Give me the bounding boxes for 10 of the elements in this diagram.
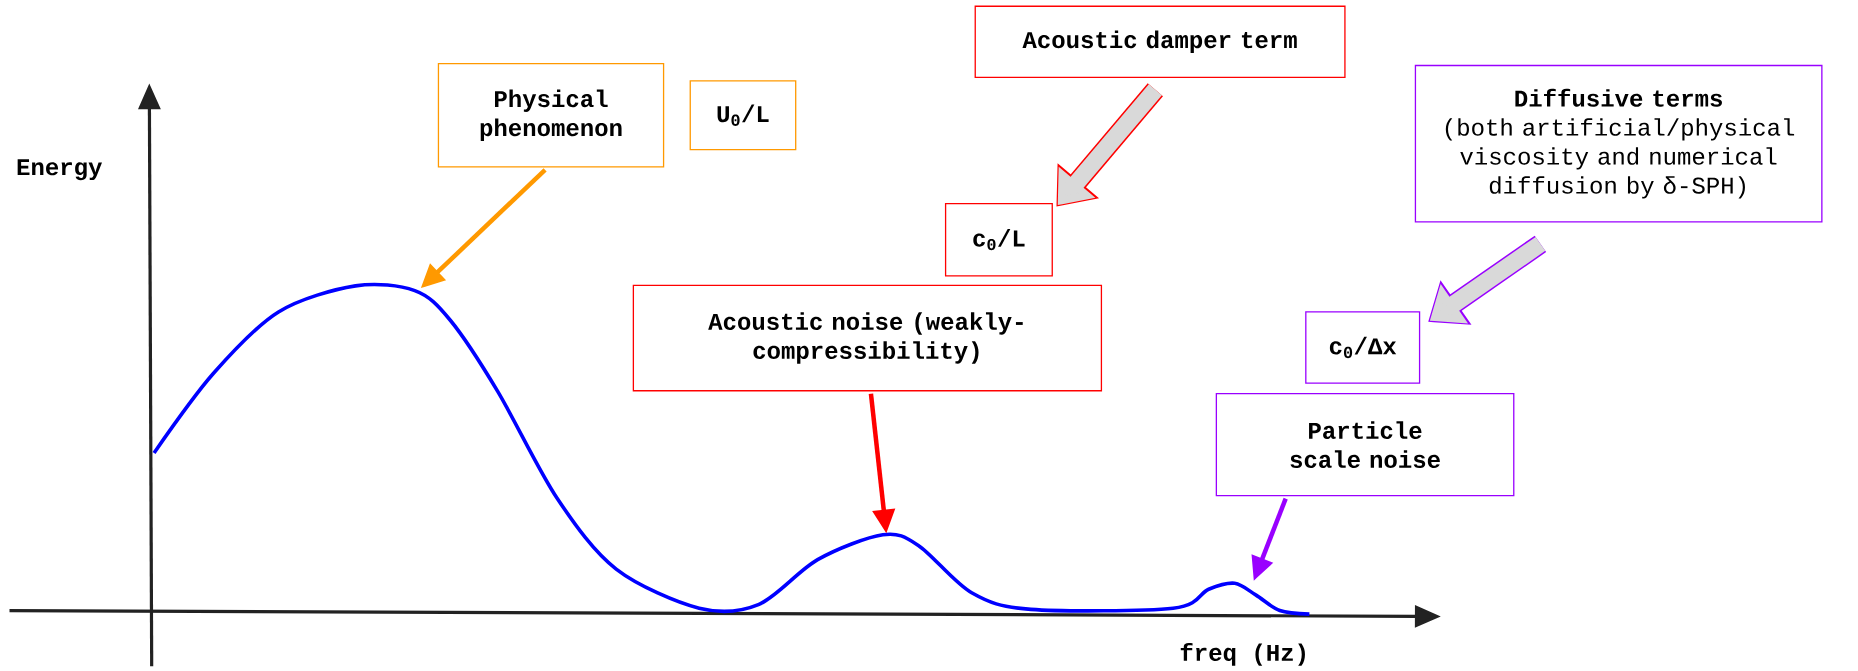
text-box: Acoustic noise (weakly-compressibility)	[632, 284, 1103, 392]
text-box: U$_{0}$/L	[689, 80, 797, 151]
text-box: Physical phenomenon	[437, 63, 665, 168]
axis-label: Energy	[17, 159, 102, 181]
text-box: c$_{0}$/L	[944, 202, 1053, 277]
text-box: Diffusive terms (both artificial/physical viscosity and numerical diffusion by δ-SPH)	[1414, 64, 1823, 223]
text-box: Acoustic damper term	[974, 5, 1346, 78]
axis-label: freq (Hz)	[1180, 643, 1305, 666]
text-box: c$_{0}$/Δx	[1305, 311, 1421, 384]
text-box: Particle scale noise	[1215, 393, 1515, 497]
